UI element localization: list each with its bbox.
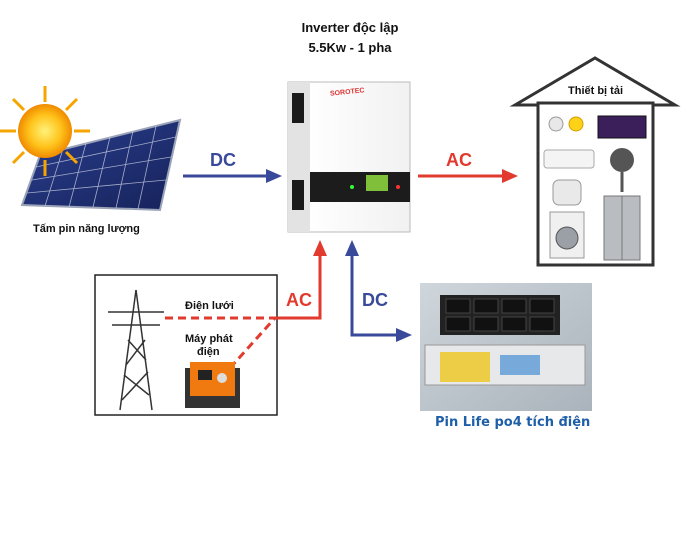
house-label: Thiết bị tải [568,85,623,97]
loads-ac-arrow [418,169,518,183]
grid-label: Điện lưới [185,300,234,312]
inverter-title-line1: Inverter độc lập [301,20,399,35]
solar-panel-image [0,86,182,212]
battery-label: Pin Life po4 tích điện [435,415,591,430]
power-tower-image [108,289,164,411]
house-image [509,56,681,267]
generator-line [228,316,277,370]
battery-dc-label: DC [362,290,388,310]
battery-image [420,283,592,411]
battery-dc-arrow [345,240,412,342]
solar-dc-label: DC [210,150,236,170]
inverter-image [287,81,411,233]
solar-panel-label: Tấm pin năng lượng [33,223,140,235]
generator-label-line1: Máy phát [185,333,233,345]
generator-image [185,362,240,408]
grid-ac-label: AC [286,290,312,310]
sun-icon [0,86,90,176]
inverter-title-line2: 5.5Kw - 1 pha [308,40,392,55]
grid-ac-arrow [275,240,327,320]
loads-ac-label: AC [446,150,472,170]
solar-dc-arrow [183,169,282,183]
generator-label-line2: điện [197,346,220,358]
